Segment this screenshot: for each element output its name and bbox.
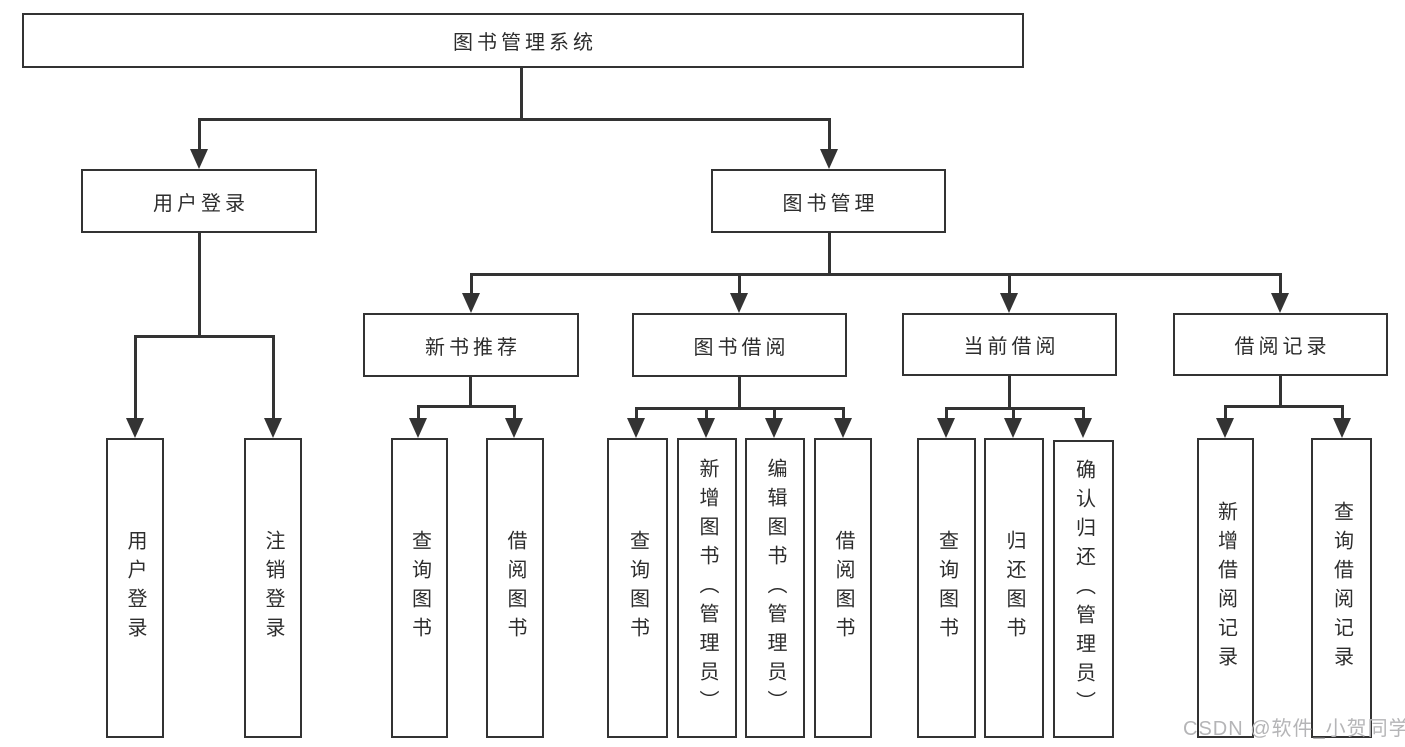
node-label: 图书借阅 bbox=[693, 336, 790, 359]
connector-line bbox=[469, 377, 472, 405]
connector-line bbox=[945, 407, 948, 420]
node-book-borrowing: 图书借阅 bbox=[632, 313, 847, 377]
arrow-head-icon bbox=[697, 418, 715, 438]
connector-line bbox=[198, 118, 201, 151]
connector-line bbox=[1279, 376, 1282, 405]
connector-line bbox=[470, 273, 473, 295]
arrow-head-icon bbox=[462, 293, 480, 313]
connector-line bbox=[828, 233, 831, 273]
leaf-label: 新增借阅记录 bbox=[1214, 501, 1237, 675]
connector-line bbox=[520, 68, 523, 118]
leaf-confirm-return-admin: 确认归还（管理员） bbox=[1053, 440, 1114, 738]
connector-line bbox=[513, 405, 516, 420]
arrow-head-icon bbox=[1074, 418, 1092, 438]
connector-line bbox=[635, 407, 845, 410]
csdn-watermark: CSDN @软件_小贺同学 bbox=[1183, 718, 1405, 740]
node-label: 图书管理 bbox=[782, 192, 879, 215]
node-borrowing-records: 借阅记录 bbox=[1173, 313, 1388, 376]
connector-line bbox=[1008, 376, 1011, 407]
node-new-book-recommend: 新书推荐 bbox=[363, 313, 579, 377]
leaf-edit-book-admin: 编辑图书（管理员） bbox=[745, 438, 805, 738]
leaf-label: 查询图书 bbox=[935, 530, 958, 646]
connector-line bbox=[1224, 405, 1227, 420]
leaf-label: 借阅图书 bbox=[832, 530, 854, 646]
connector-line bbox=[1279, 273, 1282, 295]
leaf-label: 查询借阅记录 bbox=[1330, 501, 1353, 675]
leaf-label: 查询图书 bbox=[626, 530, 649, 646]
connector-line bbox=[1082, 407, 1085, 420]
node-label: 借阅记录 bbox=[1234, 336, 1331, 358]
arrow-head-icon bbox=[1004, 418, 1022, 438]
leaf-query-books-current: 查询图书 bbox=[917, 438, 976, 738]
leaf-label: 归还图书 bbox=[1003, 530, 1025, 646]
connector-line bbox=[1012, 407, 1015, 420]
leaf-query-borrow-record: 查询借阅记录 bbox=[1311, 438, 1372, 738]
connector-line bbox=[773, 407, 776, 420]
node-library-system: 图书管理系统 bbox=[22, 13, 1024, 68]
connector-line bbox=[470, 273, 1281, 276]
node-book-management: 图书管理 bbox=[711, 169, 946, 233]
connector-line bbox=[198, 233, 201, 335]
leaf-query-books-borrow: 查询图书 bbox=[607, 438, 668, 738]
arrow-head-icon bbox=[820, 149, 838, 169]
arrow-head-icon bbox=[834, 418, 852, 438]
connector-line bbox=[134, 335, 137, 420]
arrow-head-icon bbox=[126, 418, 144, 438]
arrow-head-icon bbox=[1000, 293, 1018, 313]
node-label: 用户登录 bbox=[153, 192, 249, 215]
leaf-borrow-books-recommend: 借阅图书 bbox=[486, 438, 544, 738]
leaf-label: 确认归还（管理员） bbox=[1072, 458, 1095, 720]
leaf-add-borrow-record: 新增借阅记录 bbox=[1197, 438, 1254, 738]
connector-line bbox=[705, 407, 708, 420]
node-current-borrowing: 当前借阅 bbox=[902, 313, 1117, 376]
leaf-logout-login: 注销登录 bbox=[244, 438, 302, 738]
leaf-label: 查询图书 bbox=[408, 530, 431, 646]
node-label: 图书管理系统 bbox=[453, 32, 597, 54]
connector-line bbox=[738, 273, 741, 295]
node-label: 新书推荐 bbox=[425, 336, 521, 359]
connector-line bbox=[1008, 273, 1011, 295]
connector-line bbox=[945, 407, 1085, 410]
arrow-head-icon bbox=[765, 418, 783, 438]
arrow-head-icon bbox=[937, 418, 955, 438]
leaf-label: 编辑图书（管理员） bbox=[764, 457, 786, 719]
connector-line bbox=[738, 377, 741, 407]
leaf-label: 借阅图书 bbox=[504, 530, 526, 646]
leaf-label: 注销登录 bbox=[262, 530, 284, 646]
leaf-label: 新增图书（管理员） bbox=[696, 457, 718, 719]
arrow-head-icon bbox=[264, 418, 282, 438]
arrow-head-icon bbox=[627, 418, 645, 438]
connector-line bbox=[134, 335, 275, 338]
arrow-head-icon bbox=[190, 149, 208, 169]
node-label: 当前借阅 bbox=[963, 336, 1060, 358]
arrow-head-icon bbox=[505, 418, 523, 438]
connector-line bbox=[842, 407, 845, 420]
leaf-label: 用户登录 bbox=[124, 530, 146, 646]
node-user-login: 用户登录 bbox=[81, 169, 317, 233]
arrow-head-icon bbox=[1216, 418, 1234, 438]
leaf-user-login: 用户登录 bbox=[106, 438, 164, 738]
leaf-borrow-books: 借阅图书 bbox=[814, 438, 872, 738]
arrow-head-icon bbox=[1271, 293, 1289, 313]
connector-line bbox=[1341, 405, 1344, 420]
connector-line bbox=[635, 407, 638, 420]
connector-line bbox=[198, 118, 831, 121]
connector-line bbox=[1224, 405, 1344, 408]
connector-line bbox=[417, 405, 516, 408]
connector-line bbox=[272, 335, 275, 420]
connector-line bbox=[828, 118, 831, 151]
arrow-head-icon bbox=[730, 293, 748, 313]
leaf-return-books: 归还图书 bbox=[984, 438, 1044, 738]
leaf-add-book-admin: 新增图书（管理员） bbox=[677, 438, 737, 738]
arrow-head-icon bbox=[1333, 418, 1351, 438]
leaf-query-books-recommend: 查询图书 bbox=[391, 438, 448, 738]
arrow-head-icon bbox=[409, 418, 427, 438]
connector-line bbox=[417, 405, 420, 420]
